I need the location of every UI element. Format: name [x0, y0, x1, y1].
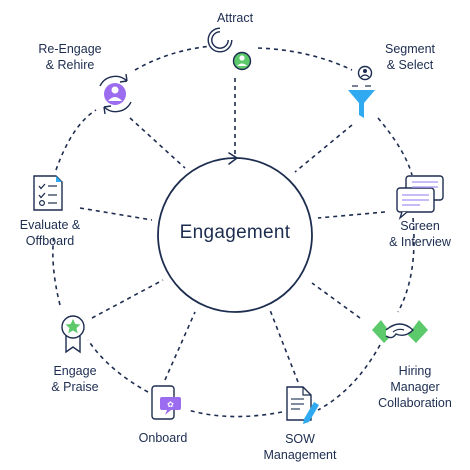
- ring-arc-attract-segment: [257, 47, 353, 71]
- checklist-icon: [33, 175, 63, 211]
- center-arrow-icon: [228, 152, 238, 165]
- ring-arc-reengage-attract: [134, 45, 213, 71]
- handshake-icon: [372, 320, 428, 343]
- stage-label-engage: Engage & Praise: [51, 364, 99, 394]
- phone-message-icon: ✿: [151, 385, 181, 420]
- spoke-sow: [269, 309, 299, 383]
- ring-arc-hiring-sow: [317, 344, 381, 411]
- ring-arc-evaluate-reengage: [55, 109, 97, 171]
- magnet-person-icon: [207, 27, 252, 71]
- ring-arc-screen-hiring: [397, 217, 415, 313]
- stage-label-reengage: Re-Engage & Rehire: [38, 42, 102, 72]
- stage-label-evaluate: Evaluate & Offboard: [19, 218, 81, 248]
- stage-label-attract: Attract: [216, 11, 254, 25]
- stage-label-hiring: Hiring Manager Collaboration: [378, 364, 452, 410]
- ring-arc-onboard-engage: [87, 339, 149, 393]
- spoke-hiring: [311, 282, 361, 319]
- ring-arc-segment-screen: [377, 117, 413, 176]
- spoke-onboard: [164, 311, 196, 381]
- stage-label-onboard: Onboard: [138, 431, 188, 445]
- center-circle: [157, 157, 313, 313]
- center-label: Engagement: [179, 222, 291, 243]
- svg-text:✿: ✿: [167, 400, 174, 409]
- stage-label-sow: SOW Management: [263, 432, 337, 462]
- document-pen-icon: [286, 386, 319, 424]
- cycle-person-icon: [99, 73, 132, 115]
- ring-arc-sow-onboard: [187, 409, 283, 418]
- ring-arc-engage-evaluate: [52, 234, 61, 306]
- stage-label-screen: Screen & Interview: [389, 219, 451, 249]
- spoke-screen: [317, 211, 386, 219]
- award-ribbon-icon: [61, 315, 85, 354]
- spoke-reengage: [129, 117, 186, 169]
- spoke-engage: [91, 279, 164, 319]
- stage-label-segment: Segment & Select: [384, 42, 436, 72]
- chat-bubbles-icon: [396, 175, 444, 221]
- spoke-segment: [294, 124, 353, 173]
- funnel-person-icon: [348, 65, 375, 118]
